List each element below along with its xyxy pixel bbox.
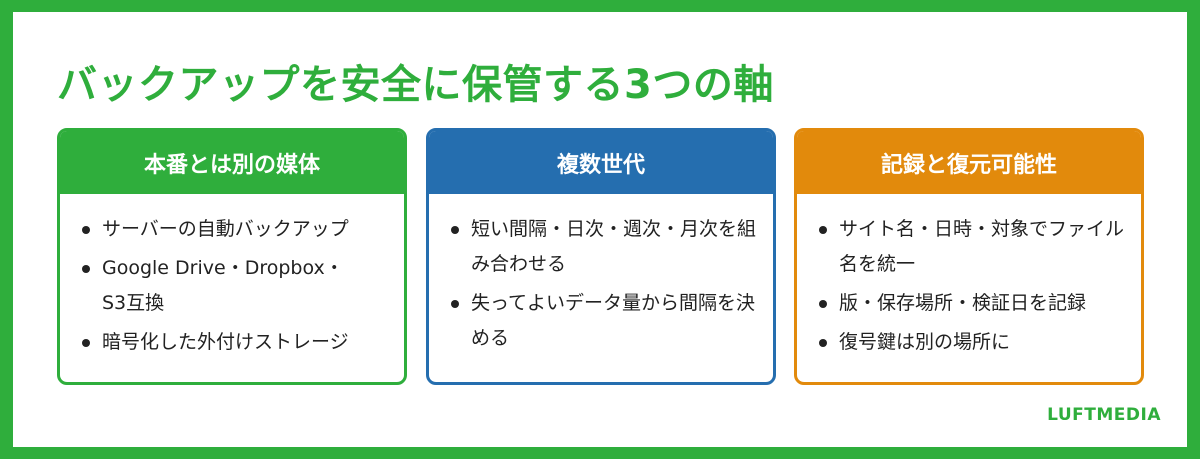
card-header: 本番とは別の媒体 bbox=[60, 131, 404, 194]
list-item: 復号鍵は別の場所に bbox=[817, 325, 1125, 360]
card-header: 複数世代 bbox=[429, 131, 773, 194]
card-multiple-generations: 複数世代 短い間隔・日次・週次・月次を組み合わせる 失ってよいデータ量から間隔を… bbox=[426, 128, 776, 385]
list-item: Google Drive・Dropbox・S3互換 bbox=[80, 251, 350, 321]
card-records-restorability: 記録と復元可能性 サイト名・日時・対象でファイル名を統一 版・保存場所・検証日を… bbox=[794, 128, 1144, 385]
list-item: 暗号化した外付けストレージ bbox=[80, 325, 388, 360]
card-list: 短い間隔・日次・週次・月次を組み合わせる 失ってよいデータ量から間隔を決める bbox=[429, 194, 773, 356]
list-item: サイト名・日時・対象でファイル名を統一 bbox=[817, 212, 1125, 282]
card-list: サーバーの自動バックアップ Google Drive・Dropbox・S3互換 … bbox=[60, 194, 404, 360]
card-header: 記録と復元可能性 bbox=[797, 131, 1141, 194]
card-separate-media: 本番とは別の媒体 サーバーの自動バックアップ Google Drive・Drop… bbox=[57, 128, 407, 385]
page-title: バックアップを安全に保管する3つの軸 bbox=[57, 62, 774, 108]
list-item: 失ってよいデータ量から間隔を決める bbox=[449, 286, 757, 356]
brand-logo-text: LUFTMEDIA bbox=[1047, 405, 1161, 425]
list-item: サーバーの自動バックアップ bbox=[80, 212, 388, 247]
content-panel: バックアップを安全に保管する3つの軸 本番とは別の媒体 サーバーの自動バックアッ… bbox=[13, 12, 1187, 447]
card-list: サイト名・日時・対象でファイル名を統一 版・保存場所・検証日を記録 復号鍵は別の… bbox=[797, 194, 1141, 360]
list-item: 短い間隔・日次・週次・月次を組み合わせる bbox=[449, 212, 757, 282]
list-item: 版・保存場所・検証日を記録 bbox=[817, 286, 1125, 321]
